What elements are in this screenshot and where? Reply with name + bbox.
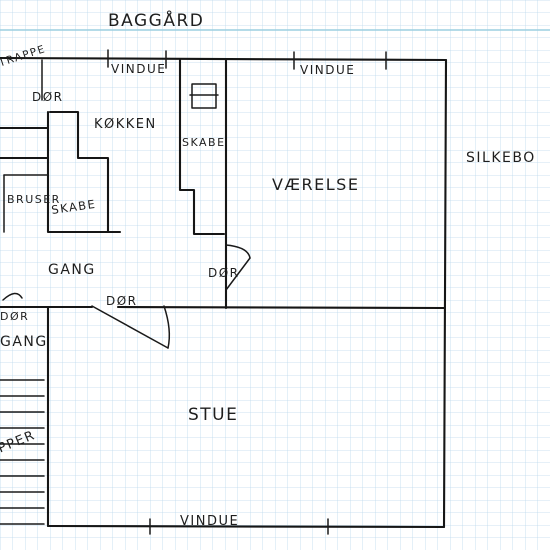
label-dor-left: DØR (0, 310, 29, 323)
label-vindue-top-right: VINDUE (300, 63, 355, 77)
label-dor-entry: DØR (32, 90, 64, 104)
label-vaerelse: VÆRELSE (272, 175, 359, 194)
label-vindue-top-left: VINDUE (111, 62, 166, 76)
label-dor-room: DØR (208, 266, 240, 280)
label-gang: GANG (48, 262, 96, 278)
door-swings (2, 244, 251, 349)
label-skabe-bath: SKABE (50, 197, 97, 217)
label-silkeborg: SILKEBO (466, 150, 536, 166)
label-stue: STUE (188, 405, 238, 425)
interior-walls (0, 58, 446, 310)
label-vindue-bottom: VINDUE (180, 514, 239, 529)
appliance-box (191, 83, 217, 109)
label-gang-left: GANG (0, 334, 48, 350)
label-dor-stue: DØR (106, 294, 138, 308)
label-bruser: BRUSER (7, 193, 61, 206)
exterior-walls (0, 56, 448, 529)
stairs (0, 379, 45, 525)
window-markers (107, 49, 387, 535)
label-skabe-closet: SKABE (182, 136, 226, 149)
label-kokken: KØKKEN (94, 117, 157, 132)
label-baggaard: BAGGÅRD (108, 9, 204, 31)
